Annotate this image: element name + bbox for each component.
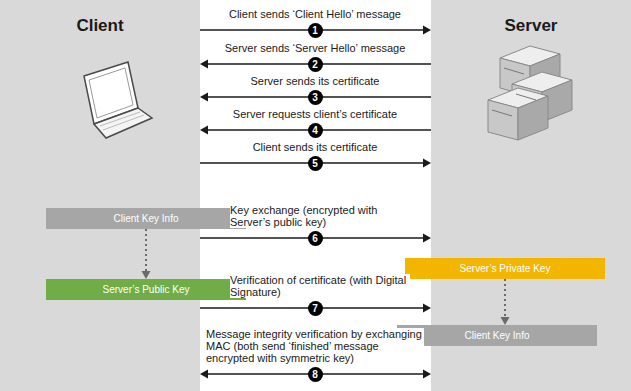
callout-number: 7 (308, 301, 323, 316)
arrow-head (200, 60, 208, 69)
key-label: Server’s Public Key (53, 284, 239, 295)
arrow-head (423, 234, 431, 243)
arrow-head (423, 370, 431, 379)
key-label: Server’s Private Key (412, 263, 598, 274)
arrow-head (200, 370, 208, 379)
key-label: Client Key Info (404, 330, 590, 341)
arrow-head (423, 26, 431, 35)
dotted-connector (142, 229, 151, 279)
public-key-box: Server’s Public Key (46, 279, 246, 300)
server-panel: ServerServer’s Private KeyClient Key Inf… (431, 0, 631, 391)
message-label: Client sends ‘Client Hello’ message (204, 8, 426, 20)
key-info-box: Client Key Info (397, 325, 597, 346)
message-label: Verification of certificate (with Digita… (230, 274, 410, 298)
server-icon (488, 46, 572, 140)
client-panel: ClientClient Key InfoServer’s Public Key (0, 0, 200, 391)
message-label: Key exchange (encrypted with Server’s pu… (230, 204, 400, 228)
message-label: Client sends its certificate (204, 141, 426, 153)
message-label: Message integrity verification by exchan… (206, 328, 424, 364)
private-key-box: Server’s Private Key (405, 258, 605, 279)
message-label: Server requests client’s certificate (204, 108, 426, 120)
message-label: Server sends its certificate (204, 75, 426, 87)
arrow-head (423, 159, 431, 168)
callout-number: 8 (308, 367, 323, 382)
message-label: Server sends ‘Server Hello’ message (204, 42, 426, 54)
arrow-head (501, 317, 510, 325)
callout-number: 1 (308, 23, 323, 38)
key-label: Client Key Info (53, 213, 239, 224)
arrow-head (423, 304, 431, 313)
connector-line (145, 229, 147, 272)
callout-number: 4 (308, 123, 323, 138)
callout-number: 6 (308, 231, 323, 246)
arrow-head (200, 93, 208, 102)
connector-line (504, 279, 506, 318)
client-panel-ground (0, 0, 200, 391)
arrow-head (200, 126, 208, 135)
callout-number: 2 (308, 57, 323, 72)
panel-heading: Client (0, 0, 200, 36)
callout-number: 5 (308, 156, 323, 171)
panel-heading: Server (431, 0, 631, 36)
laptop-icon (84, 62, 152, 138)
arrow-head (142, 271, 151, 279)
dotted-connector (501, 279, 510, 325)
key-info-box: Client Key Info (46, 208, 246, 229)
callout-number: 3 (308, 90, 323, 105)
